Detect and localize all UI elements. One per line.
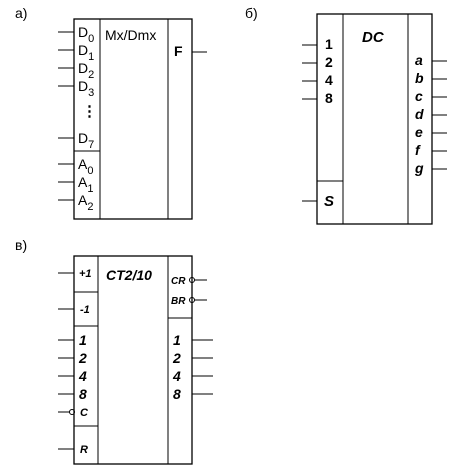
diagram-c-label: в) [15,237,27,253]
mux-input-name: D [78,78,88,94]
mux-input-subscript: 2 [88,69,94,81]
mux-input-d1-label: D1 [78,42,94,63]
mux-input-d7-label: D7 [78,130,94,151]
mux-input-subscript: 7 [88,139,94,151]
mux-input-name: D [78,24,88,40]
counter-data-input-label: 1 [79,332,87,348]
mux-input-name: D [78,60,88,76]
counter-output-label: 2 [172,350,181,366]
counter-title: CT2/10 [106,267,152,283]
decoder-output-label: f [415,142,421,158]
decoder-output-label: d [415,106,424,122]
counter-outline [73,255,193,465]
counter-output-label: 1 [173,332,181,348]
counter-output-label: 8 [173,386,181,402]
mux-title: Mx/Dmx [105,27,156,43]
counter-borrow-label: BR [171,296,186,307]
decoder-output-label: g [414,160,424,176]
diagram-b-decoder: б) DC 1 2 4 8 S a b c d e f g [245,5,447,225]
decoder-output-label: a [415,52,423,68]
counter-output-label: 4 [172,368,181,384]
counter-data-input-label: 4 [78,368,87,384]
diagram-c-counter: в) CT2/10 +1 -1 1 2 4 8 C R CR BR 1 [15,237,213,465]
counter-reset-label: R [80,444,88,456]
decoder-title: DC [362,29,385,46]
counter-count-up-label: +1 [79,268,92,280]
mux-address-subscript: 0 [87,165,93,177]
decoder-output-label: b [415,70,424,86]
mux-input-d2-label: D2 [78,60,94,81]
decoder-outline [316,13,433,225]
decoder-output-label: c [415,88,423,104]
mux-input-subscript: 0 [88,33,94,45]
decoder-input-label: 1 [325,36,333,52]
diagram-a-multiplexer: а) Mx/Dmx F D0 D1 D2 D3 ⋮ D7 A0 A1 A2 [15,5,207,220]
mux-input-d3-label: D3 [78,78,94,99]
mux-input-name: D [78,130,88,146]
diagram-a-label: а) [15,5,27,21]
counter-count-down-label: -1 [80,304,90,316]
mux-address-subscript: 2 [87,201,93,213]
mux-output-label: F [174,43,183,59]
mux-address-name: A [78,174,88,190]
counter-data-input-label: 8 [79,386,87,402]
mux-address-a2-label: A2 [78,192,93,213]
mux-address-name: A [78,192,88,208]
mux-address-subscript: 1 [87,183,93,195]
counter-clock-label: C [80,407,89,419]
decoder-input-label: 4 [325,72,333,88]
decoder-input-label: 8 [325,90,333,106]
counter-carry-label: CR [171,276,186,287]
counter-data-input-label: 2 [78,350,87,366]
diagram-b-label: б) [245,5,258,21]
mux-input-name: D [78,42,88,58]
decoder-output-label: e [415,124,423,140]
mux-ellipsis: ⋮ [82,103,97,120]
mux-outline [73,18,193,220]
mux-input-d0-label: D0 [78,24,94,45]
counter-clock-inversion-circle [69,409,75,415]
decoder-strobe-label: S [324,193,334,210]
mux-address-a1-label: A1 [78,174,93,195]
mux-address-a0-label: A0 [78,156,93,177]
decoder-input-label: 2 [325,54,333,70]
mux-input-subscript: 1 [88,51,94,63]
mux-address-name: A [78,156,88,172]
mux-input-subscript: 3 [88,87,94,99]
